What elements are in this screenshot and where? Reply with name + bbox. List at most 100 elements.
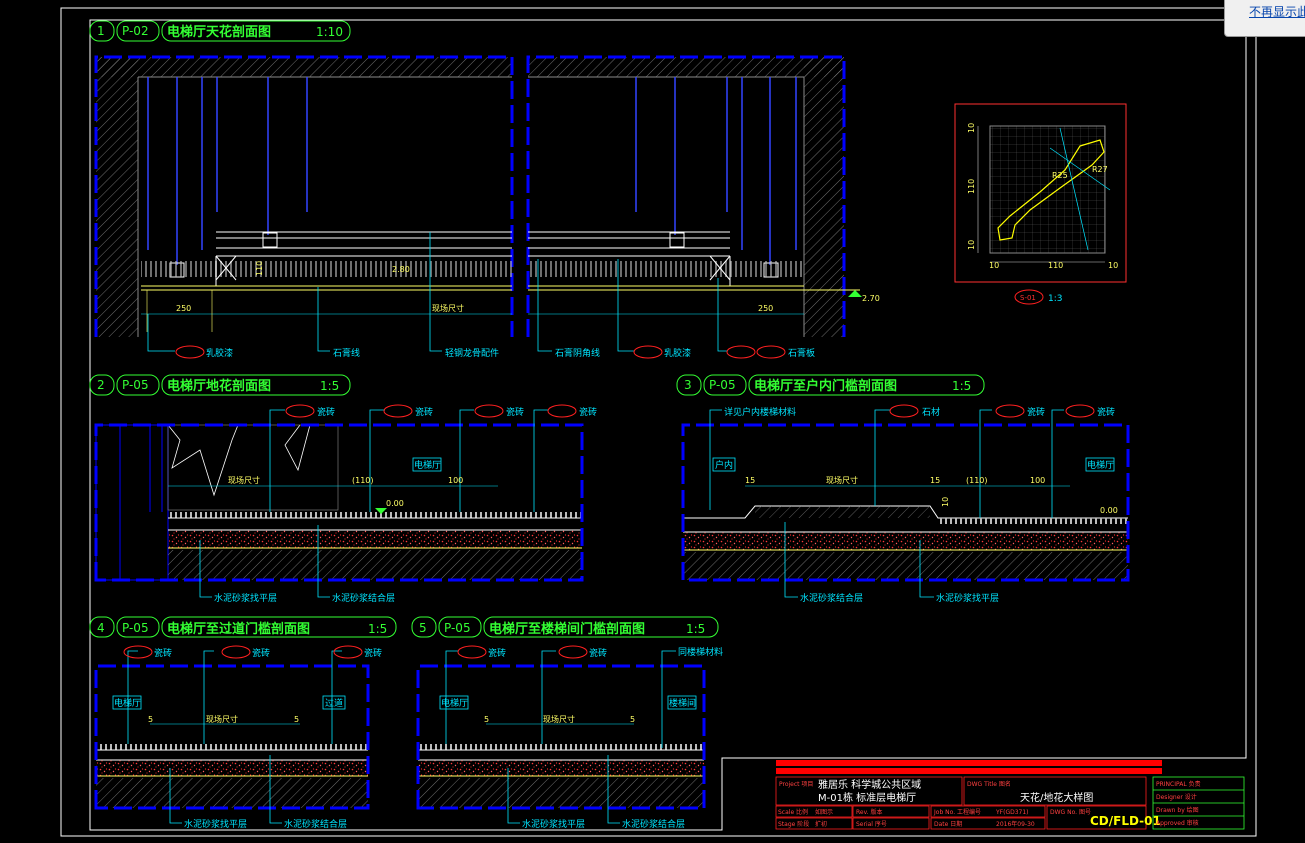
label-cornice: 石膏阴角线 [555,347,600,359]
section-3-number: 3 [684,378,692,392]
s2-label-bonding: 水泥砂浆结合层 [332,592,395,604]
s4-label-elevator-hall: 电梯厅 [114,697,141,709]
tb-date-label: Date 日期 [934,820,962,828]
dim-250-right: 250 [758,304,773,313]
s3-label-elevator-hall: 电梯厅 [1087,459,1114,471]
s2-label-tile-4: 瓷砖 [579,406,597,418]
tb-project-line1: 雅居乐 科学城公共区域 [818,778,921,791]
label-gypsum-line: 石膏线 [333,347,360,359]
tb-rev-label: Rev. 版本 [856,808,883,816]
section-3-header: 3 P-05 电梯厅至户内门槛剖面图 1:5 [676,374,985,396]
s4-dim-5-left: 5 [148,715,153,724]
dim-250-left: 250 [176,304,191,313]
s2-label-leveling: 水泥砂浆找平层 [214,592,277,604]
dim-floor-level: 2.70 [862,294,880,303]
s4-dim-5-right: 5 [294,715,299,724]
section-4-scale: 1:5 [368,622,387,636]
tb-principal-label: PRINCIPAL 负责 [1156,780,1201,788]
tb-dwg-no-label: DWG No. 图号 [1050,809,1091,816]
section-2-title: 电梯厅地花剖面图 [167,378,271,394]
s3-label-bonding: 水泥砂浆结合层 [800,592,863,604]
section-1-tags [175,345,786,359]
section-1-ceiling: 1 P-02 电梯厅天花剖面图 1:10 [89,20,880,359]
detail-dim-left-mid: 110 [967,179,976,194]
s3-dim-level: 0.00 [1100,506,1118,515]
tb-stage-label: Stage 阶段 [778,820,809,828]
section-5-ref: P-05 [444,621,471,635]
tb-approved-label: Approved 审核 [1156,819,1199,827]
tb-dwg-no: CD/FLD-01 [1090,814,1161,828]
detail-dim-bottom-right: 10 [1108,261,1118,270]
tb-date-value: 2016年09-30 [996,820,1035,828]
section-2-scale: 1:5 [320,379,339,393]
s3-dim-10: 10 [941,497,950,507]
detail-dim-bottom-mid: 110 [1048,261,1063,270]
tb-designer-label: Designer 设计 [1156,793,1197,801]
detail-ref: S-01 [1020,294,1036,302]
s3-label-apartment: 户内 [715,459,733,471]
s3-dim-15-left: 15 [745,476,755,485]
s5-label-leveling: 水泥砂浆找平层 [522,818,585,830]
s5-label-tile-2: 瓷砖 [589,647,607,659]
ceiling-right-panel [526,55,862,337]
s5-label-stairwell: 楼梯间 [669,697,696,709]
s4-label-bonding: 水泥砂浆结合层 [284,818,347,830]
dim-ceiling-height: 2.80 [392,265,410,274]
tb-scale-label: Scale 比例 [778,808,808,816]
label-gypsum-board: 石膏板 [788,347,815,359]
detail-dim-bottom-left: 10 [989,261,999,270]
detail-scale: 1:3 [1048,294,1062,304]
dim-site-size: 现场尺寸 [432,303,464,313]
s4-dim-site: 现场尺寸 [206,714,238,724]
section-2-number: 2 [97,378,105,392]
detail-radius-2: R27 [1092,165,1108,174]
section-4-threshold: 4 P-05 电梯厅至过道门槛剖面图 1:5 [89,616,397,824]
section-1-leaders [147,232,727,352]
section-4-ref: P-05 [122,621,149,635]
section-3-scale: 1:5 [952,379,971,393]
section-4-title: 电梯厅至过道门槛剖面图 [167,621,310,637]
s3-label-apartment-material: 详见户内楼梯材料 [724,406,796,418]
s5-dim-5-right: 5 [630,715,635,724]
section-4-number: 4 [97,621,105,635]
s2-label-tile-2: 瓷砖 [415,406,433,418]
s2-dim-level: 0.00 [386,499,404,508]
tb-job-value: YF(GD371) [995,809,1029,816]
s3-label-leveling: 水泥砂浆找平层 [936,592,999,604]
detail-radius-1: R25 [1052,171,1068,180]
tb-drawn-label: Drawn by 绘图 [1156,806,1199,814]
section-3-threshold: 3 P-05 电梯厅至户内门槛剖面图 1:5 [676,374,1130,598]
section-1-ref: P-02 [122,24,149,38]
label-latex-paint-left: 乳胶漆 [206,347,233,359]
section-2-floor: 2 P-05 电梯厅地花剖面图 1:5 [89,374,584,598]
detail-dim-left-bottom: 10 [967,240,976,250]
s5-label-elevator-hall: 电梯厅 [441,697,468,709]
tb-project-line2: M-01栋 标准层电梯厅 [818,791,916,804]
section-1-number: 1 [97,24,105,38]
section-3-ref: P-05 [709,378,736,392]
label-keel-fitting: 轻钢龙骨配件 [445,347,499,359]
section-1-title: 电梯厅天花剖面图 [167,24,271,40]
s2-dim-110: (110) [352,476,374,485]
tb-job-label: Job No. 工程编号 [933,808,981,816]
s4-label-tile-1: 瓷砖 [154,647,172,659]
section-5-title: 电梯厅至楼梯间门槛剖面图 [489,621,645,637]
s5-label-stair-material: 同楼梯材料 [678,646,723,658]
tb-serial-label: Serial 序号 [856,820,887,828]
s5-label-bonding: 水泥砂浆结合层 [622,818,685,830]
tb-dwg-title: 天花/地花大样图 [1020,791,1093,804]
section-5-threshold: 5 P-05 电梯厅至楼梯间门槛剖面图 1:5 [411,616,719,824]
tb-stage-value: 扩初 [815,820,827,828]
s2-label-tile-1: 瓷砖 [317,406,335,418]
s3-dim-100: 100 [1030,476,1045,485]
tb-scale-value: 如图示 [815,808,833,816]
detail-dim-left-top: 10 [967,123,976,133]
dont-show-again-link[interactable]: 不再显示此 [1249,5,1305,19]
section-1-scale: 1:10 [316,25,343,39]
s2-label-room: 电梯厅 [414,459,441,471]
section-2-ref: P-05 [122,378,149,392]
s4-label-leveling: 水泥砂浆找平层 [184,818,247,830]
section-4-header: 4 P-05 电梯厅至过道门槛剖面图 1:5 [89,616,397,638]
s5-dim-5-left: 5 [484,715,489,724]
